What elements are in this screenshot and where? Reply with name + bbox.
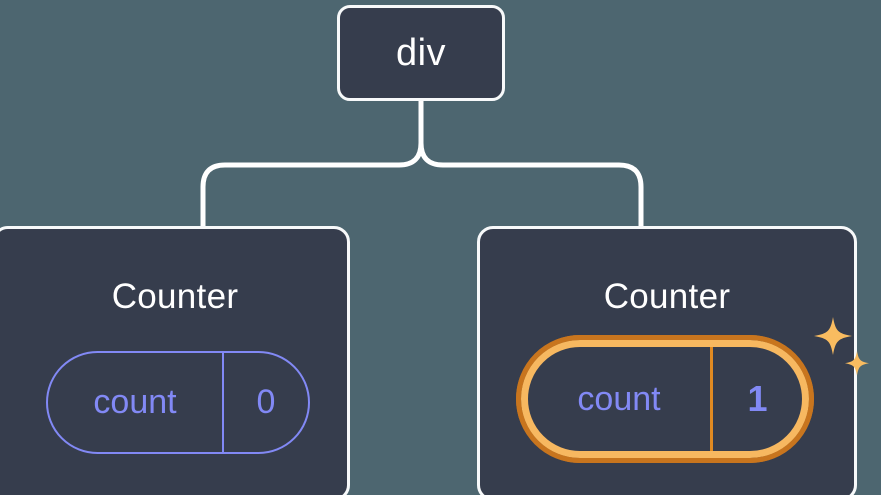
sparkle-icon bbox=[845, 351, 869, 376]
state-pill-count-left[interactable]: count 0 bbox=[46, 351, 310, 454]
state-pill-right-value: 1 bbox=[747, 378, 768, 419]
sparkle-group bbox=[807, 315, 873, 383]
node-div-label: div bbox=[395, 31, 447, 74]
state-pill-left-key: count bbox=[48, 353, 224, 452]
node-counter-right[interactable]: Counter count 1 bbox=[477, 226, 869, 495]
state-pill-right-key: count bbox=[528, 347, 713, 451]
node-counter-left-title: Counter bbox=[111, 277, 239, 316]
state-pill-left-value: 0 bbox=[256, 383, 276, 421]
connector-to-right-counter bbox=[418, 140, 644, 229]
node-div[interactable]: div bbox=[337, 5, 505, 101]
connector-to-left-counter bbox=[200, 140, 424, 229]
node-counter-right-title: Counter bbox=[603, 277, 731, 316]
state-pill-count-right[interactable]: count 1 bbox=[516, 335, 814, 463]
node-counter-left[interactable]: Counter count 0 bbox=[0, 226, 350, 495]
sparkle-icon bbox=[814, 317, 852, 355]
